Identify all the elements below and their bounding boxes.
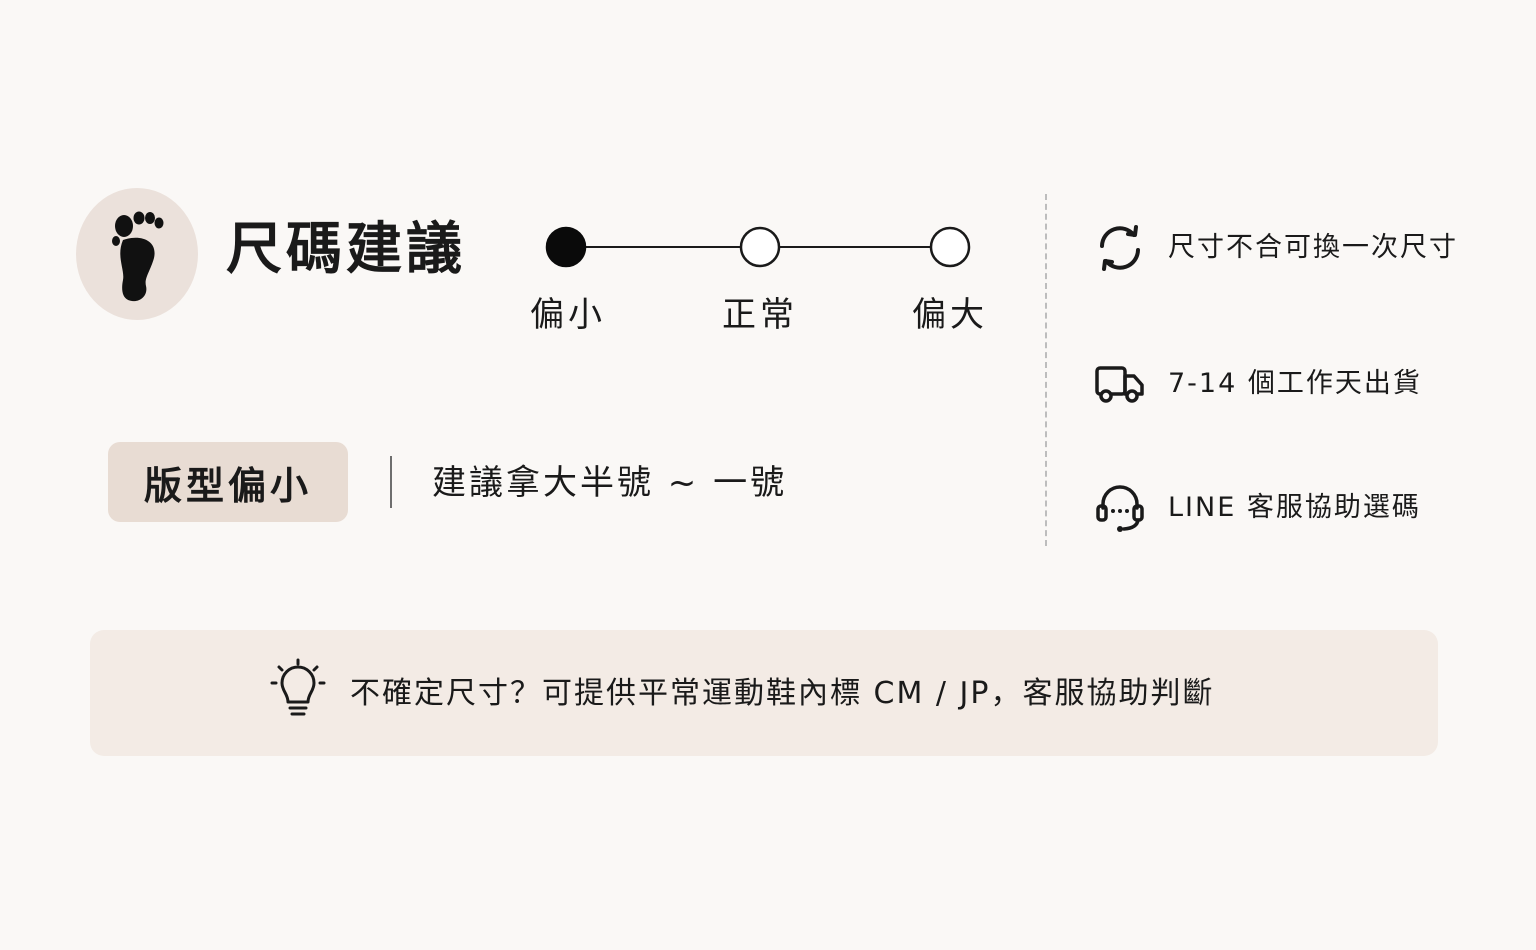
tip-bar [90, 630, 1438, 756]
lightbulb-icon [270, 658, 326, 726]
fit-divider [390, 456, 392, 508]
fit-badge: 版型偏小 [108, 442, 348, 522]
scale-label-small: 偏小 [530, 295, 606, 335]
feature-line-support: LINE 客服協助選碼 [1168, 492, 1421, 523]
truck-icon [1094, 358, 1146, 410]
scale-dot-small[interactable] [545, 226, 587, 268]
fit-advice: 建議拿大半號 ~ 一號 [432, 463, 788, 503]
page-title: 尺碼建議 [226, 217, 466, 282]
foot-badge [76, 188, 198, 320]
scale-dot-normal[interactable] [739, 226, 781, 268]
feature-exchange: 尺寸不合可換一次尺寸 [1168, 232, 1458, 263]
scale-dot-large[interactable] [929, 226, 971, 268]
tip-text: 不確定尺寸？可提供平常運動鞋內標 CM / JP，客服協助判斷 [350, 676, 1215, 711]
feature-shipping: 7-14 個工作天出貨 [1168, 368, 1422, 399]
refresh-icon [1094, 222, 1146, 274]
section-divider [1045, 194, 1047, 546]
scale-label-normal: 正常 [722, 295, 798, 335]
size-scale [545, 226, 971, 268]
scale-label-large: 偏大 [912, 295, 988, 335]
foot-icon [112, 211, 164, 302]
headset-icon [1094, 482, 1146, 534]
